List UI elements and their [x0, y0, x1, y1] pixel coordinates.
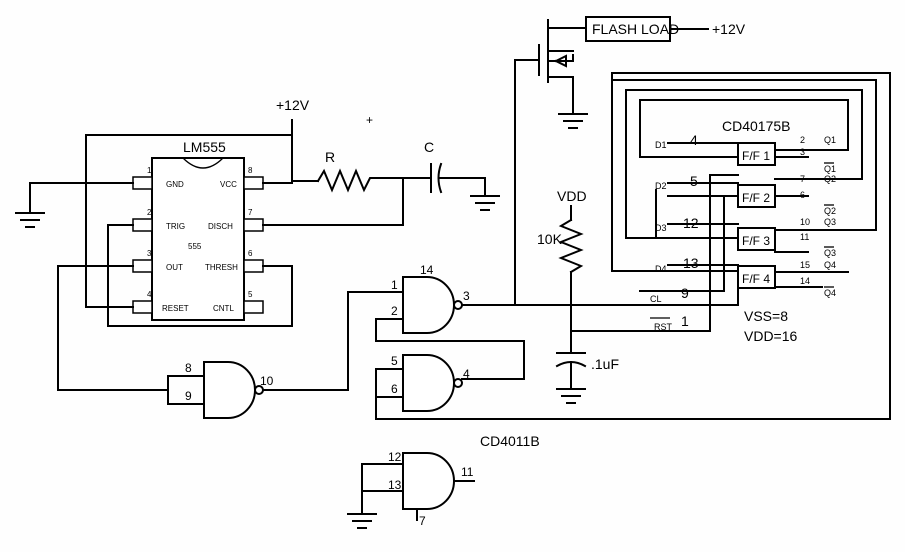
vss-label: VSS=8 [744, 308, 788, 324]
ff2-qn-pin: 6 [800, 190, 805, 200]
gate-a-in1: 1 [391, 278, 398, 292]
supply-12v-left: +12V [276, 97, 310, 113]
gate-b-in2: 6 [391, 382, 398, 396]
lm555-pin8-label: VCC [220, 180, 237, 189]
gate-a-in2: 2 [391, 304, 398, 318]
cd40175-wiring [611, 79, 877, 332]
ground-icon [15, 212, 45, 228]
gate-d-out: 11 [461, 465, 474, 479]
flash-load-box [585, 16, 709, 42]
ground-icon [347, 513, 377, 529]
vdd-label: VDD [557, 188, 587, 204]
flash-load-label: FLASH LOAD [592, 21, 679, 37]
nand-gate-c [167, 293, 349, 419]
gate-c-out: 10 [260, 374, 274, 388]
capacitor-c-label: C [424, 139, 434, 155]
ff3-qn-pin: 11 [800, 232, 809, 242]
ff2-q-pin: 7 [800, 174, 805, 184]
ff1-qn-name: Q1 [824, 164, 836, 174]
ff1-q-pin: 2 [800, 135, 805, 145]
ff2-d-pin: 5 [690, 173, 698, 189]
ff2-label: F/F 2 [742, 191, 770, 205]
ff4-q-name: Q4 [824, 260, 836, 270]
ff4-qn-pin: 14 [800, 276, 810, 286]
ff3-qn-name: Q3 [824, 248, 836, 258]
cd40175-chip [737, 142, 776, 289]
lm555-pin5-num: 5 [248, 290, 253, 299]
capacitor-c-icon [430, 162, 443, 194]
lm555-chip [132, 157, 264, 321]
supply-12v-top: +12V [712, 21, 746, 37]
lm555-title: LM555 [183, 139, 226, 155]
gate-c-in2: 9 [185, 389, 192, 403]
ground-icon [470, 195, 500, 211]
rst-label: RST [654, 322, 673, 332]
ff4-d-pin: 13 [683, 255, 699, 271]
lm555-pin7-label: DISCH [208, 222, 233, 231]
lm555-pin6-num: 6 [248, 249, 253, 258]
nand-gate-d [361, 452, 475, 521]
resistor-r-icon [316, 168, 377, 193]
lm555-wiring [29, 119, 486, 391]
resistor-10k-icon [558, 218, 584, 274]
nand-gate-b [375, 72, 891, 420]
ff1-qn-pin: 3 [800, 147, 805, 157]
res-10k-label: 10K [537, 231, 563, 247]
lm555-pin3-num: 3 [147, 249, 152, 258]
lm555-pin2-num: 2 [147, 208, 152, 217]
gate-b-out: 4 [463, 367, 470, 381]
lm555-center-label: 555 [188, 242, 202, 251]
lm555-pin1-num: 1 [147, 166, 152, 175]
cd40175-title: CD40175B [722, 118, 791, 134]
lm555-pin5-label: CNTL [213, 304, 234, 313]
ff4-q-pin: 15 [800, 260, 810, 270]
cl-pin: 9 [681, 285, 689, 301]
lm555-pin7-num: 7 [248, 208, 253, 217]
ff1-d-pin: 4 [690, 132, 698, 148]
ff2-q-name: Q2 [824, 174, 836, 184]
lm555-pin2-label: TRIG [166, 222, 185, 231]
lm555-pin4-label: RESET [162, 304, 189, 313]
lm555-pin3-label: OUT [166, 263, 183, 272]
gate-d-gnd: 7 [419, 514, 426, 528]
mosfet-icon [514, 19, 587, 305]
cd4011-title: CD4011B [480, 433, 540, 449]
cl-label: CL [650, 294, 662, 304]
gate-a-vcc: 14 [420, 263, 434, 277]
lm555-pin6-label: THRESH [205, 263, 238, 272]
ff1-d-name: D1 [655, 140, 667, 150]
lm555-pin1-label: GND [166, 180, 184, 189]
lm555-pin8-num: 8 [248, 166, 253, 175]
ff3-label: F/F 3 [742, 234, 770, 248]
ff4-d-name: D4 [655, 264, 667, 274]
ff3-q-pin: 10 [800, 217, 810, 227]
ff3-d-pin: 12 [683, 215, 699, 231]
lm555-pin4-num: 4 [147, 290, 152, 299]
vdd16-label: VDD=16 [744, 328, 798, 344]
gate-b-in1: 5 [391, 354, 398, 368]
ground-icon [558, 103, 588, 129]
gate-d-in2: 13 [388, 478, 402, 492]
resistor-r-label: R [325, 149, 335, 165]
ground-icon [556, 388, 586, 404]
plus-marker: + [366, 113, 373, 127]
ff3-q-name: Q3 [824, 217, 836, 227]
ff3-d-name: D3 [655, 223, 667, 233]
ff4-qn-name: Q4 [824, 288, 836, 298]
ff1-q-name: Q1 [824, 135, 836, 145]
ff2-qn-name: Q2 [824, 206, 836, 216]
gate-d-in1: 12 [388, 450, 402, 464]
gate-a-out: 3 [463, 289, 470, 303]
rst-pin: 1 [681, 313, 689, 329]
gate-c-in1: 8 [185, 361, 192, 375]
ff2-d-name: D2 [655, 181, 667, 191]
ff4-label: F/F 4 [742, 272, 770, 286]
nand-gate-a [347, 276, 739, 334]
capacitor-1uf-icon [555, 352, 587, 389]
ff1-label: F/F 1 [742, 149, 770, 163]
cap-1uf-label: .1uF [591, 356, 619, 372]
